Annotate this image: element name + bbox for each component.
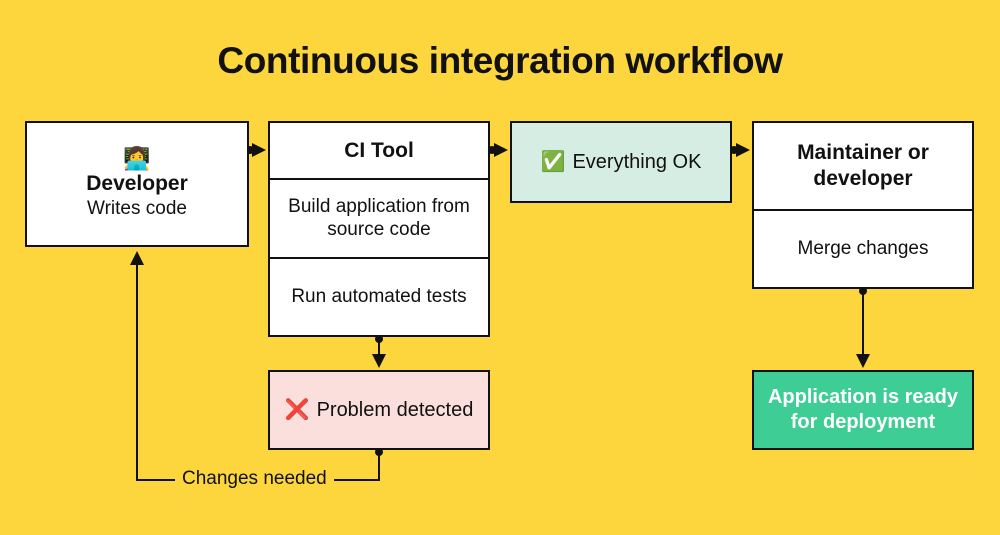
node-problem-detected[interactable]: ❌ Problem detected [268,370,490,450]
technologist-icon: 👩‍💻 [123,146,151,171]
maintainer-header: Maintainer or developer [797,141,929,190]
maintainer-action: Merge changes [754,208,972,287]
everything-ok-label: Everything OK [572,150,702,173]
check-mark-icon: ✅ [540,150,566,173]
edge-label-changes-needed: Changes needed [175,468,334,490]
problem-detected-label: Problem detected [316,398,474,421]
page-title: Continuous integration workflow [217,40,783,81]
edge-everything-ok-to-maintainer [730,143,750,157]
application-ready-label: Application is ready for deployment [767,386,959,433]
ci-tool-header: CI Tool [344,138,414,162]
developer-title: Developer [86,172,188,195]
node-application-ready[interactable]: Application is ready for deployment [752,370,974,450]
node-developer[interactable]: 👩‍💻 Developer Writes code [25,121,249,247]
node-ci-tool[interactable]: CI Tool Build application from source co… [268,121,490,337]
node-everything-ok[interactable]: ✅ Everything OK [510,121,732,203]
edge-maintainer-to-application-ready [856,287,870,368]
node-maintainer[interactable]: Maintainer or developer Merge changes [752,121,974,289]
edge-ci-tool-to-problem-detected [372,335,386,368]
ci-tool-step-tests: Run automated tests [270,256,488,336]
developer-subtitle: Writes code [87,198,187,219]
edge-ci-tool-to-everything-ok [488,143,508,157]
cross-mark-icon: ❌ [284,398,310,421]
ci-tool-step-build: Build application from source code [270,178,488,257]
